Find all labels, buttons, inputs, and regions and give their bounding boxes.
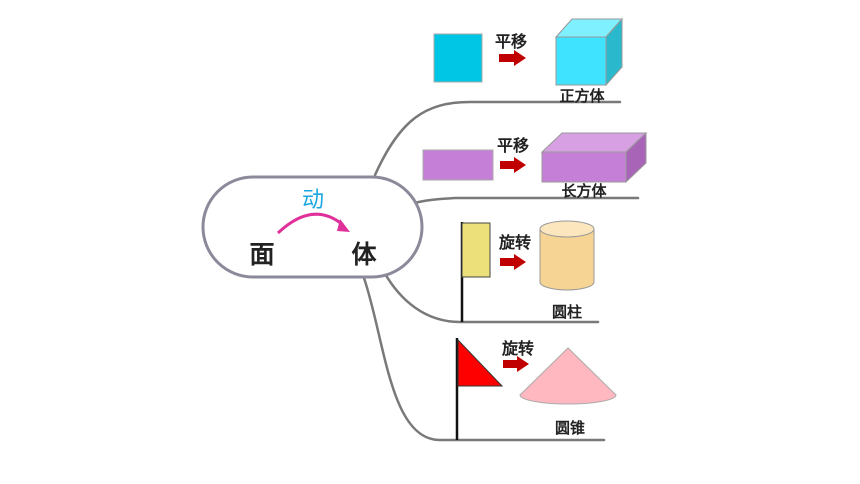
- result-label: 正方体: [559, 87, 605, 105]
- action-label: 平移: [495, 32, 527, 51]
- motion-label: 动: [302, 188, 324, 213]
- result-label: 长方体: [561, 182, 607, 200]
- branch-cube: 平移 正方体: [433, 17, 624, 105]
- rectangle-flag-shape: [461, 222, 491, 278]
- branch-cylinder: 旋转 圆柱: [460, 220, 595, 322]
- connector-cone: [362, 276, 606, 442]
- solid-label: 体: [351, 240, 377, 269]
- action-label: 平移: [497, 136, 529, 155]
- branch-cuboid: 平移 长方体: [422, 131, 648, 200]
- arrow-icon: [503, 356, 529, 372]
- cone-shape: [519, 347, 617, 405]
- arrow-icon: [500, 157, 526, 173]
- result-label: 圆锥: [555, 419, 585, 437]
- triangle-flag-shape: [457, 338, 504, 387]
- branch-cone: 旋转 圆锥: [455, 338, 617, 440]
- arrow-icon: [500, 254, 526, 270]
- square-shape: [433, 33, 483, 83]
- center-node: 动 面 体: [201, 175, 424, 279]
- cylinder-shape: [539, 220, 595, 291]
- face-label: 面: [249, 240, 274, 269]
- rectangle-shape: [422, 149, 494, 181]
- motion-arrowhead: [337, 219, 350, 232]
- cuboid-shape: [540, 131, 648, 184]
- cube-shape: [554, 17, 624, 87]
- motion-arc: [276, 212, 344, 235]
- center-bubble: [201, 175, 424, 279]
- connector-cube: [373, 100, 622, 177]
- action-label: 旋转: [501, 339, 534, 358]
- arrow-icon: [499, 50, 526, 66]
- connector-cylinder: [382, 270, 600, 324]
- action-label: 旋转: [498, 233, 531, 252]
- result-label: 圆柱: [552, 303, 582, 321]
